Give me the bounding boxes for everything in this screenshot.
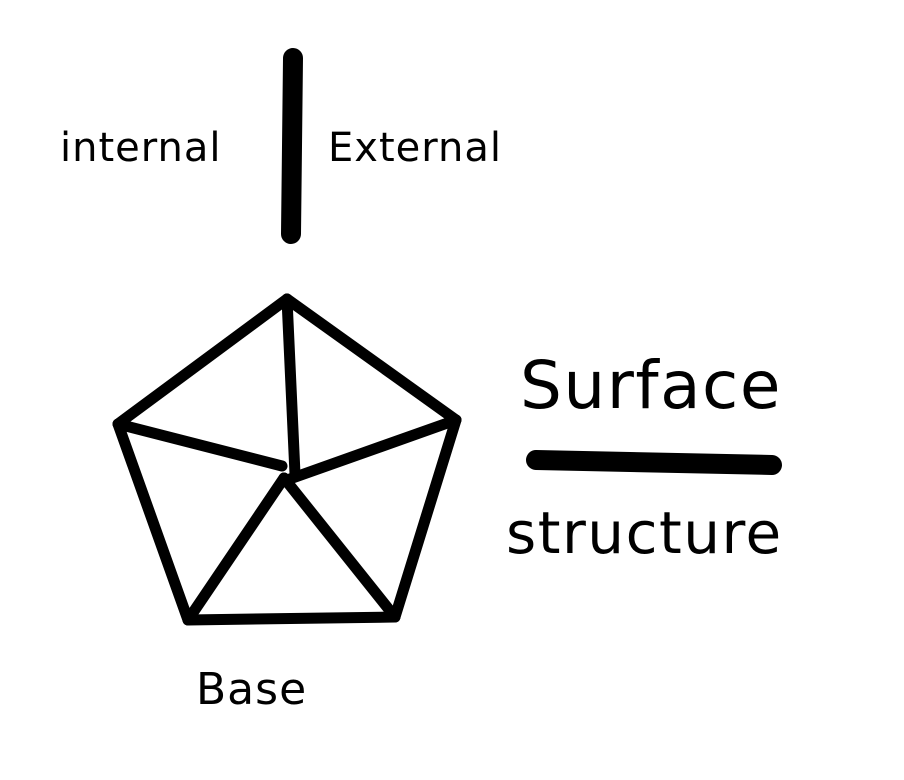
structure-label: structure bbox=[506, 499, 783, 567]
surface-label: Surface bbox=[520, 347, 782, 424]
internal-label: internal bbox=[60, 125, 221, 171]
pentagon-spoke-top bbox=[281, 293, 301, 480]
pentagon-figure bbox=[112, 293, 462, 626]
pentagon-spoke-left bbox=[112, 418, 288, 472]
pentagon-spoke-bottom-right bbox=[278, 472, 401, 623]
external-label: External bbox=[328, 125, 502, 171]
surface-structure-divider bbox=[526, 450, 782, 475]
pentagon-outline bbox=[112, 293, 462, 626]
internal-external-divider bbox=[281, 48, 303, 244]
base-label: Base bbox=[196, 664, 307, 715]
pentagon-spoke-right bbox=[281, 414, 462, 486]
pentagon-spoke-bottom-left bbox=[182, 472, 290, 626]
